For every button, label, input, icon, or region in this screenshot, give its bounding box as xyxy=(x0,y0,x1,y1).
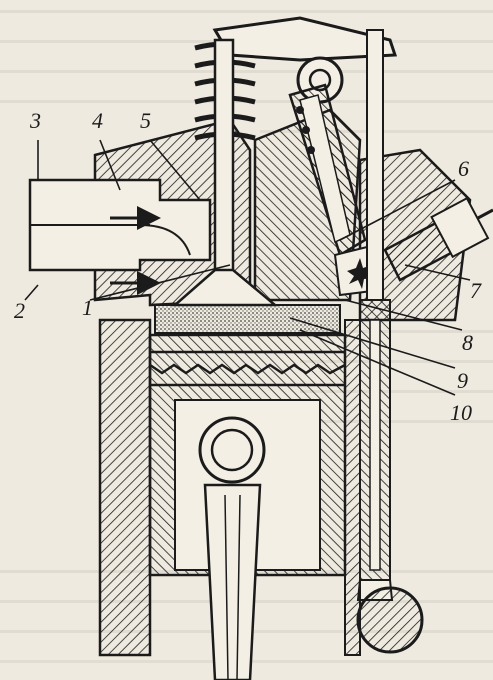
intake-valve xyxy=(171,38,279,307)
piston-pin xyxy=(198,416,266,484)
leader-line-10 xyxy=(299,329,456,396)
callout-6: 6 xyxy=(458,156,469,181)
callout-4: 4 xyxy=(92,108,103,133)
leader-line-7 xyxy=(404,264,471,281)
leader-line-9 xyxy=(289,317,456,369)
intake-channel xyxy=(28,178,212,295)
leader-lines xyxy=(24,139,471,396)
leader-line-5 xyxy=(149,139,201,201)
callout-5: 5 xyxy=(140,108,151,133)
callout-3: 3 xyxy=(29,108,41,133)
callout-1: 1 xyxy=(82,295,93,320)
callout-2: 2 xyxy=(14,298,25,323)
callout-labels: 1 2 3 4 5 6 7 8 9 10 xyxy=(14,108,482,425)
callout-10: 10 xyxy=(450,400,472,425)
leader-line-2 xyxy=(24,284,39,301)
camshaft xyxy=(356,586,424,654)
fuel-injector xyxy=(288,83,367,257)
cylinder-wall xyxy=(98,318,361,657)
leader-line-4 xyxy=(99,139,121,191)
connecting-rod xyxy=(203,483,262,680)
leader-line-1 xyxy=(89,264,231,301)
callout-9: 9 xyxy=(457,368,468,393)
ignition-spark-icon xyxy=(347,258,374,289)
glow-plug xyxy=(383,196,493,282)
callout-8: 8 xyxy=(462,330,473,355)
combustion-chamber xyxy=(154,304,341,334)
pushrod xyxy=(356,29,394,601)
leader-line-8 xyxy=(344,299,463,331)
leader-line-6 xyxy=(339,179,456,241)
callout-7: 7 xyxy=(470,278,482,303)
